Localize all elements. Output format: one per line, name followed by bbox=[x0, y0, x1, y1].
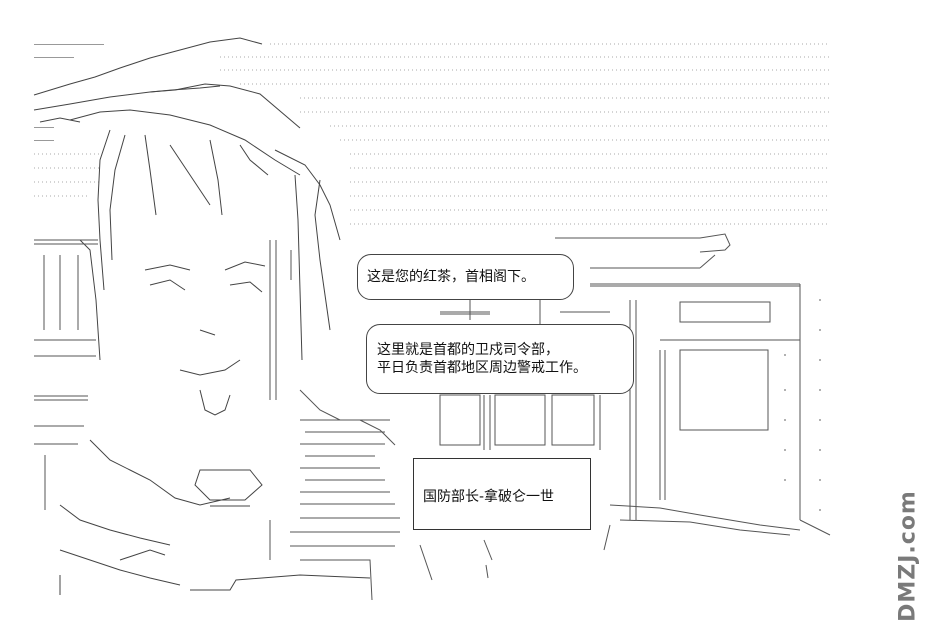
character-name-text: 国防部长-拿破仑一世 bbox=[423, 489, 555, 505]
character-face bbox=[144, 261, 266, 416]
site-watermark: DMZJ.com bbox=[893, 490, 923, 622]
speech-bubble-garrison: 这里就是首都的卫戍司令部， 平日负责首都地区周边警戒工作。 bbox=[366, 324, 634, 394]
dotted-background-left bbox=[34, 44, 104, 141]
character-hair bbox=[79, 129, 341, 361]
teacup bbox=[190, 469, 371, 591]
character-hair-strands bbox=[34, 239, 98, 510]
character-arm bbox=[59, 439, 231, 595]
character-robe bbox=[269, 240, 433, 581]
dotted-background-right bbox=[34, 43, 830, 225]
speech-bubble-tea: 这是您的红茶，首相阁下。 bbox=[357, 254, 574, 300]
desk-stack bbox=[269, 419, 400, 601]
character-name-caption: 国防部长-拿破仑一世 bbox=[413, 458, 591, 530]
watermark-text: DMZJ.com bbox=[895, 490, 921, 622]
speech-bubble-garrison-line-2: 平日负责首都地区周边警戒工作。 bbox=[377, 360, 587, 376]
background-dots-right bbox=[784, 299, 821, 511]
background-office bbox=[439, 233, 831, 579]
speech-bubble-tea-text: 这是您的红茶，首相阁下。 bbox=[367, 269, 535, 285]
character-hat bbox=[33, 37, 301, 176]
speech-bubble-garrison-line-1: 这里就是首都的卫戍司令部， bbox=[377, 342, 559, 358]
